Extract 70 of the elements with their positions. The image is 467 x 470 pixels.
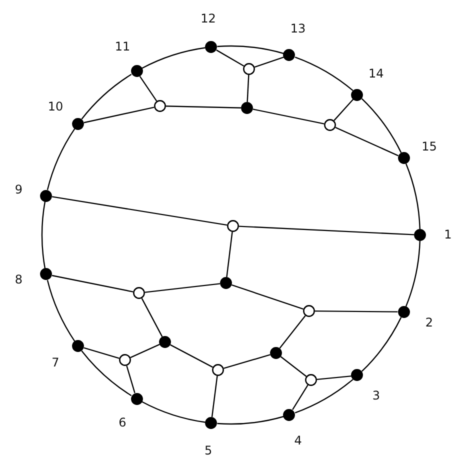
circle-arc <box>81 74 132 120</box>
connector-line <box>334 98 354 121</box>
circle-arc <box>294 56 354 92</box>
circle-arc <box>361 98 402 153</box>
vertex-dot <box>220 277 232 289</box>
circle-arc <box>46 128 76 190</box>
vertex-label: 13 <box>290 22 306 36</box>
circle-arc <box>81 350 132 396</box>
connector-line <box>84 347 120 359</box>
vertex-label: 10 <box>48 100 64 114</box>
circle-arc <box>405 163 420 230</box>
vertex-label: 9 <box>14 183 23 196</box>
connector-line <box>252 108 324 124</box>
circle-arc <box>141 401 206 423</box>
vertex-dot <box>154 100 166 112</box>
vertex-label: 14 <box>368 67 384 80</box>
connector-line <box>130 344 160 358</box>
vertex-dot <box>241 102 253 114</box>
vertex-label: 8 <box>14 274 23 287</box>
vertex-label: 15 <box>422 140 437 154</box>
vertex-label: 4 <box>294 434 302 448</box>
connector-line <box>279 315 306 349</box>
circle-arc <box>361 317 402 372</box>
circle-arc <box>217 416 284 425</box>
vertex-dot <box>303 305 315 317</box>
vertex-dot <box>270 347 282 359</box>
connector-line <box>52 274 134 292</box>
connector-line <box>141 298 163 337</box>
vertex-label: 5 <box>204 444 212 458</box>
vertex-label: 2 <box>425 316 434 330</box>
connector-line <box>170 344 213 368</box>
connector-line <box>238 226 414 236</box>
connector-line <box>316 375 352 380</box>
circle-arc <box>41 202 46 268</box>
connector-line <box>84 106 154 124</box>
vertex-dot <box>324 119 336 131</box>
vertex-dot <box>305 374 317 386</box>
connector-line <box>280 356 307 377</box>
connector-line <box>144 283 220 293</box>
vertex-dot <box>227 220 239 232</box>
connector-line <box>52 196 228 226</box>
circle-arc <box>217 45 284 54</box>
connector-line <box>139 76 158 102</box>
circle-arc <box>294 378 354 414</box>
vertex-label: 1 <box>444 228 452 242</box>
circle-arc <box>46 280 76 342</box>
connector-line <box>232 284 304 310</box>
connector-line <box>335 126 398 156</box>
connector-line <box>216 50 244 66</box>
vertex-label: 11 <box>114 40 130 54</box>
connector-line <box>224 354 270 369</box>
connector-line <box>226 232 233 278</box>
connector-line <box>126 366 136 394</box>
circle-arc <box>405 240 420 307</box>
vertex-label: 7 <box>52 356 60 370</box>
vertex-dot <box>243 63 255 75</box>
vertex-dot <box>212 364 224 376</box>
circle-arc <box>141 47 206 69</box>
vertex-label: 6 <box>118 416 126 430</box>
connector-line <box>246 74 250 102</box>
connector-line <box>292 384 308 410</box>
vertex-label: 3 <box>372 390 380 403</box>
vertex-label: 12 <box>200 12 216 26</box>
connector-line <box>254 56 284 68</box>
connector-line <box>166 106 242 108</box>
vertex-dot <box>119 354 131 366</box>
connector-line <box>315 310 398 312</box>
vertex-dot <box>159 336 171 348</box>
connector-line <box>211 376 218 418</box>
vertex-dot <box>133 287 145 299</box>
